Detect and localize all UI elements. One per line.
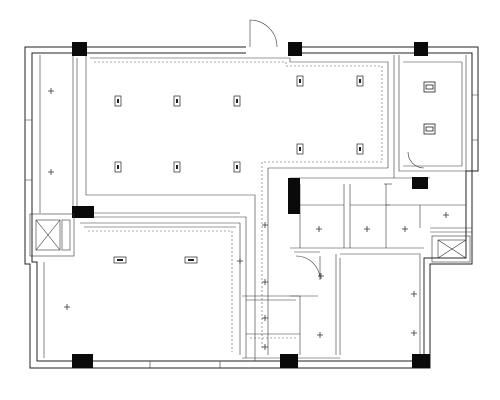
column-icon — [280, 354, 298, 368]
downlight-icon — [443, 212, 449, 218]
interior-walls — [39, 55, 472, 361]
downlight-icon — [316, 226, 322, 232]
shafts — [29, 213, 471, 263]
downlight-icon — [237, 258, 243, 264]
rect-ceiling-light-icon — [114, 161, 122, 173]
rect-ceiling-lights — [113, 75, 364, 264]
downlight-icon — [48, 169, 54, 175]
duct-shaft-icon — [29, 213, 75, 257]
structural-columns — [72, 42, 430, 368]
rect-ceiling-light-icon — [113, 256, 127, 264]
downlight-icon — [411, 291, 417, 297]
rect-ceiling-light-icon — [296, 143, 304, 155]
column-icon — [72, 206, 94, 218]
rect-ceiling-light-icon — [114, 95, 122, 107]
vent-icon — [425, 126, 434, 132]
duct-shaft-icon — [431, 235, 471, 263]
rect-ceiling-light-icon — [173, 161, 181, 173]
column-icon — [414, 42, 428, 56]
downlight-icon — [262, 315, 268, 321]
rect-ceiling-light-icon — [233, 161, 241, 173]
downlight-icon — [262, 344, 268, 350]
window-marks — [25, 94, 478, 368]
downlight-icon — [402, 226, 408, 232]
downlight-icon — [262, 222, 268, 228]
rect-ceiling-light-icon — [356, 75, 364, 87]
downlight-icon — [317, 332, 323, 338]
rect-ceiling-light-icon — [233, 95, 241, 107]
door-swing-icon — [407, 151, 425, 169]
downlight-icon — [64, 304, 70, 310]
column-icon — [288, 178, 300, 214]
rect-ceiling-light-icon — [296, 75, 304, 87]
column-icon — [288, 42, 302, 56]
column-icon — [72, 42, 87, 56]
vent-icon — [425, 84, 434, 90]
column-icon — [412, 354, 430, 368]
rect-ceiling-light-icon — [173, 95, 181, 107]
downlights — [48, 88, 449, 350]
downlight-icon — [48, 88, 54, 94]
downlight-icon — [364, 226, 370, 232]
column-icon — [412, 177, 428, 189]
downlight-icon — [411, 330, 417, 336]
vents — [423, 81, 436, 135]
door-swing-icon — [295, 255, 321, 281]
door-swing-icon — [249, 19, 278, 48]
downlight-icon — [262, 279, 268, 285]
rect-ceiling-light-icon — [356, 143, 364, 155]
door-swings — [249, 19, 425, 281]
rect-ceiling-light-icon — [184, 256, 198, 264]
column-icon — [72, 354, 93, 368]
downlight-icon — [318, 273, 324, 279]
